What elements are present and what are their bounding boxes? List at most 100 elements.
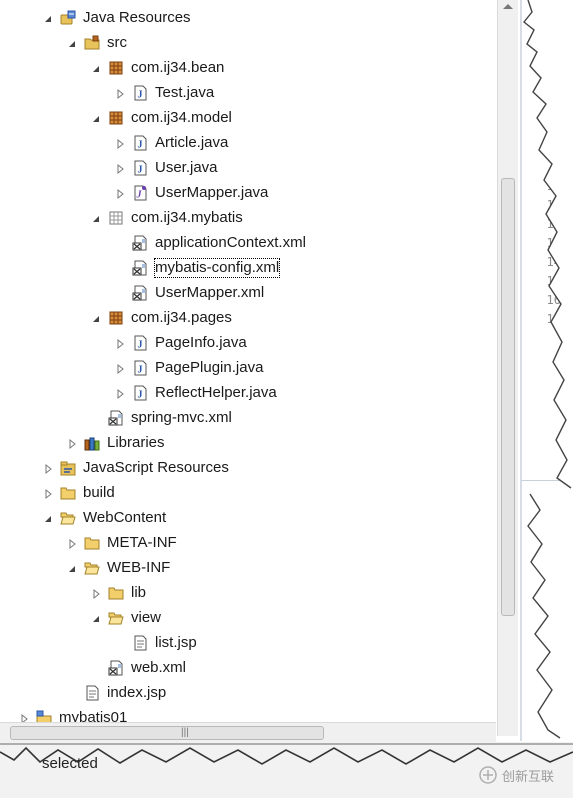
horizontal-scroll-thumb[interactable]: ||| xyxy=(10,726,324,740)
java-file-icon: J xyxy=(132,85,148,101)
collapsed-arrow-icon[interactable] xyxy=(42,487,54,500)
tree-item[interactable]: J PagePlugin.java xyxy=(114,357,263,379)
line-number: 9 xyxy=(553,160,561,174)
collapsed-arrow-icon[interactable] xyxy=(114,87,126,100)
tree-item[interactable]: web.xml xyxy=(90,657,186,679)
package-icon xyxy=(108,110,124,126)
collapsed-arrow-icon[interactable] xyxy=(18,712,30,725)
tree-item-label: PagePlugin.java xyxy=(155,359,264,376)
collapsed-arrow-icon[interactable] xyxy=(114,362,126,375)
tree-item-label: com.ij34.mybatis xyxy=(131,209,243,226)
line-number: 10 xyxy=(546,179,561,193)
tree-item-label: mybatis-config.xml xyxy=(153,258,281,278)
svg-text:J: J xyxy=(138,390,143,401)
expanded-arrow-icon[interactable] xyxy=(90,312,102,324)
tree-item[interactable]: Libraries xyxy=(66,432,165,454)
collapsed-arrow-icon[interactable] xyxy=(114,162,126,175)
tree-item[interactable]: com.ij34.model xyxy=(90,107,232,129)
collapsed-arrow-icon[interactable] xyxy=(114,187,126,200)
tree-item-label: com.ij34.model xyxy=(131,109,232,126)
tree-item-label: WebContent xyxy=(83,509,167,526)
line-number: 11 xyxy=(546,198,561,212)
folder-icon xyxy=(60,485,76,501)
expanded-arrow-icon[interactable] xyxy=(42,512,54,524)
tree-item[interactable]: J Article.java xyxy=(114,132,228,154)
tree-item[interactable]: mybatis-config.xml xyxy=(114,257,281,279)
collapsed-arrow-icon[interactable] xyxy=(90,587,102,600)
java-file-icon: J xyxy=(132,135,148,151)
tree-item[interactable]: applicationContext.xml xyxy=(114,232,306,254)
editor-lower-pane xyxy=(520,480,573,741)
watermark-logo: 创新互联 xyxy=(478,765,554,785)
collapsed-arrow-icon[interactable] xyxy=(114,387,126,400)
expanded-arrow-icon[interactable] xyxy=(90,112,102,124)
tree-item-label: Libraries xyxy=(107,434,165,451)
tree-item[interactable]: mybatis01 xyxy=(18,707,127,729)
jsp-file-icon xyxy=(132,635,148,651)
tree-item-label: Article.java xyxy=(155,134,229,151)
tree-item-label: mybatis01 xyxy=(59,709,128,726)
line-number: 13 xyxy=(546,236,561,250)
collapsed-arrow-icon[interactable] xyxy=(114,337,126,350)
collapsed-arrow-icon[interactable] xyxy=(66,537,78,550)
tree-item[interactable]: META-INF xyxy=(66,532,177,554)
tree-item-label: build xyxy=(83,484,115,501)
java-file-icon: J xyxy=(132,360,148,376)
tree-item[interactable]: JavaScript Resources xyxy=(42,457,229,479)
folder-open-icon xyxy=(84,560,100,576)
tree-item[interactable]: lib xyxy=(90,582,146,604)
expanded-arrow-icon[interactable] xyxy=(66,37,78,49)
tree-item-label: META-INF xyxy=(107,534,177,551)
collapsed-arrow-icon[interactable] xyxy=(42,462,54,475)
tree-item-label: PageInfo.java xyxy=(155,334,247,351)
tree-item[interactable]: J User.java xyxy=(114,157,218,179)
tree-item[interactable]: com.ij34.bean xyxy=(90,57,224,79)
tree-item-label: JavaScript Resources xyxy=(83,459,229,476)
svg-text:J: J xyxy=(138,165,143,176)
status-text: selected xyxy=(42,755,98,772)
tree-item-label: lib xyxy=(131,584,147,601)
java-file-icon: J xyxy=(132,385,148,401)
tree-item[interactable]: WEB-INF xyxy=(66,557,170,579)
tree-item-label: Java Resources xyxy=(83,9,191,26)
collapsed-arrow-icon[interactable] xyxy=(114,137,126,150)
collapsed-arrow-icon[interactable] xyxy=(66,437,78,450)
expanded-arrow-icon[interactable] xyxy=(66,562,78,574)
horizontal-scrollbar[interactable]: ||| xyxy=(0,722,496,743)
tree-item[interactable]: spring-mvc.xml xyxy=(90,407,232,429)
folder-icon xyxy=(108,585,124,601)
libraries-icon xyxy=(84,435,100,451)
vertical-scrollbar[interactable] xyxy=(497,0,518,736)
tree-item-label: ReflectHelper.java xyxy=(155,384,277,401)
tree-item[interactable]: index.jsp xyxy=(66,682,166,704)
expanded-arrow-icon[interactable] xyxy=(42,12,54,24)
java-file-icon: J xyxy=(132,335,148,351)
tree-item[interactable]: list.jsp xyxy=(114,632,197,654)
tree-item-label: spring-mvc.xml xyxy=(131,409,232,426)
xml-file-icon xyxy=(132,260,148,276)
java-file-icon: J xyxy=(132,160,148,176)
expanded-arrow-icon[interactable] xyxy=(90,62,102,74)
vertical-scroll-thumb[interactable] xyxy=(501,178,515,616)
expanded-arrow-icon[interactable] xyxy=(90,612,102,624)
tree-item-label: User.java xyxy=(155,159,218,176)
tree-item-label: UserMapper.java xyxy=(155,184,269,201)
tree-item[interactable]: com.ij34.pages xyxy=(90,307,232,329)
tree-item[interactable]: build xyxy=(42,482,115,504)
expanded-arrow-icon[interactable] xyxy=(90,212,102,224)
tree-item[interactable]: J ReflectHelper.java xyxy=(114,382,277,404)
tree-item[interactable]: src xyxy=(66,32,127,54)
scroll-up-arrow-icon[interactable] xyxy=(503,4,513,9)
tree-item-label: com.ij34.bean xyxy=(131,59,225,76)
tree-item[interactable]: com.ij34.mybatis xyxy=(90,207,243,229)
tree-item[interactable]: view xyxy=(90,607,161,629)
tree-item[interactable]: Java Resources xyxy=(42,7,191,29)
tree-item-label: com.ij34.pages xyxy=(131,309,232,326)
watermark-logo-icon xyxy=(479,766,497,784)
tree-item[interactable]: WebContent xyxy=(42,507,166,529)
tree-item[interactable]: J PageInfo.java xyxy=(114,332,247,354)
tree-item[interactable]: UserMapper.xml xyxy=(114,282,264,304)
